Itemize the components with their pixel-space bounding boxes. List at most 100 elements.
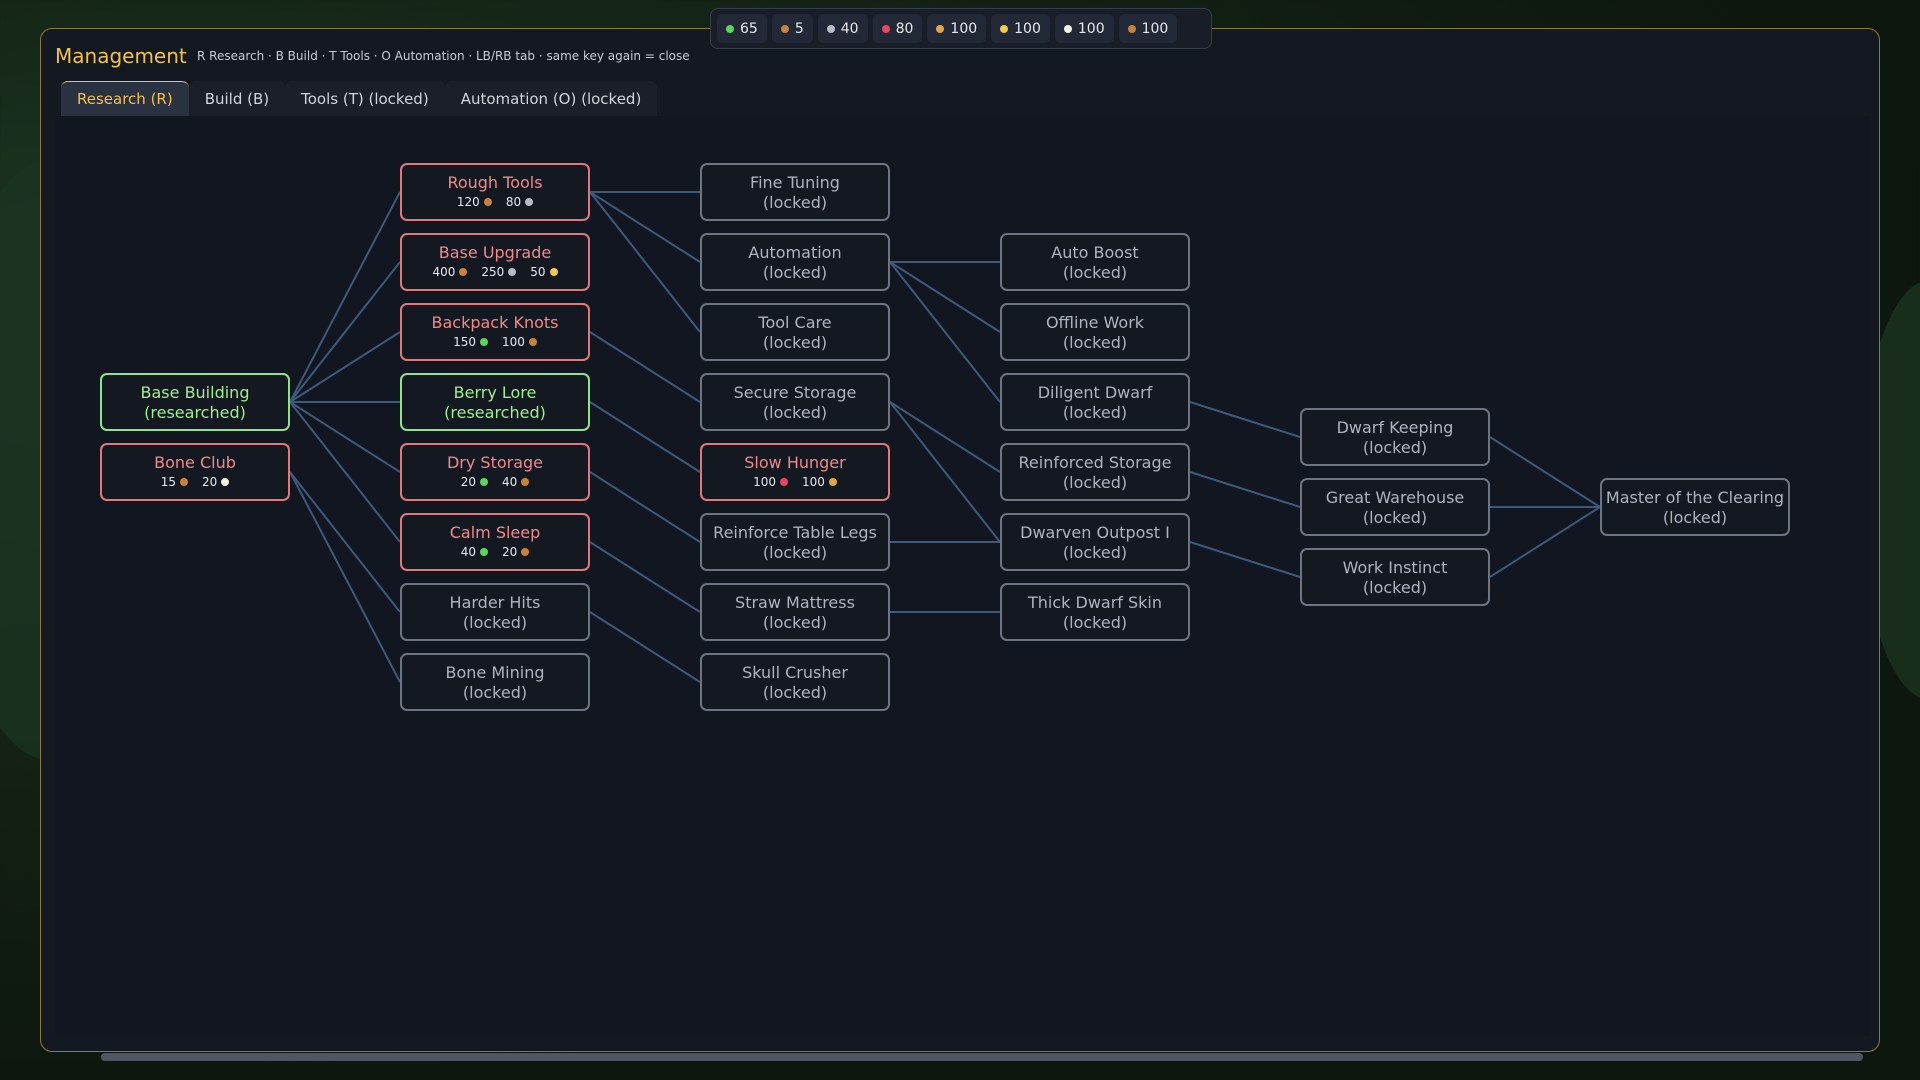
- resource-icon: [180, 478, 188, 486]
- research-node-status: (locked): [762, 403, 828, 422]
- research-node-harder-hits[interactable]: Harder Hits(locked): [400, 583, 590, 641]
- research-node-dwarven-outpost-i[interactable]: Dwarven Outpost I(locked): [1000, 513, 1190, 571]
- cost-item: 400: [432, 265, 468, 279]
- resource-icon: [508, 268, 517, 276]
- resource-icon: [521, 478, 530, 486]
- resource-icon: [828, 478, 837, 486]
- research-node-bone-mining[interactable]: Bone Mining(locked): [400, 653, 590, 711]
- research-node-status: (locked): [762, 333, 828, 352]
- research-node-automation[interactable]: Automation(locked): [700, 233, 890, 291]
- cost-item: 150: [453, 335, 488, 349]
- research-node-berry-lore[interactable]: Berry Lore(researched): [400, 373, 590, 431]
- cost-amount: 50: [530, 265, 546, 279]
- research-node-slow-hunger[interactable]: Slow Hunger 100 100: [700, 443, 890, 501]
- cost-item: 100: [802, 475, 837, 489]
- research-node-name: Secure Storage: [733, 383, 857, 402]
- tab-tools[interactable]: Tools (T) (locked): [285, 81, 445, 116]
- scrollbar-thumb[interactable]: [101, 1053, 1863, 1061]
- research-node-name: Great Warehouse: [1325, 488, 1465, 507]
- cost-item: 15: [161, 475, 188, 489]
- cost-amount: 20: [202, 475, 218, 489]
- cost-amount: 250: [481, 265, 505, 279]
- research-node-great-warehouse[interactable]: Great Warehouse(locked): [1300, 478, 1490, 536]
- resource-icon: [521, 548, 530, 556]
- research-node-secure-storage[interactable]: Secure Storage(locked): [700, 373, 890, 431]
- research-node-base-building[interactable]: Base Building(researched): [100, 373, 290, 431]
- resource-icon: [1127, 24, 1136, 33]
- research-node-name: Slow Hunger: [744, 453, 846, 472]
- resource-chip: 65: [717, 14, 767, 43]
- research-node-name: Dwarf Keeping: [1336, 418, 1454, 437]
- research-node-name: Calm Sleep: [449, 523, 541, 542]
- cost-amount: 100: [753, 475, 776, 489]
- research-node-status: (locked): [762, 613, 828, 632]
- research-cost: 150 100: [402, 335, 588, 349]
- research-node-calm-sleep[interactable]: Calm Sleep 40 20: [400, 513, 590, 571]
- research-node-tool-care[interactable]: Tool Care(locked): [700, 303, 890, 361]
- cost-item: 100: [753, 475, 788, 489]
- research-node-name: Rough Tools: [447, 173, 543, 192]
- resource-icon: [480, 478, 488, 486]
- resource-icon: [480, 548, 488, 556]
- research-tree-canvas[interactable]: [55, 116, 1869, 1036]
- research-node-reinforced-storage[interactable]: Reinforced Storage(locked): [1000, 443, 1190, 501]
- research-node-status: (researched): [444, 403, 546, 422]
- research-node-status: (locked): [1062, 333, 1128, 352]
- research-node-diligent-dwarf[interactable]: Diligent Dwarf(locked): [1000, 373, 1190, 431]
- resource-amount: 100: [1014, 20, 1041, 37]
- resource-icon: [1063, 24, 1072, 33]
- cost-item: 40: [461, 545, 488, 559]
- research-node-work-instinct[interactable]: Work Instinct(locked): [1300, 548, 1490, 606]
- research-node-status: (locked): [1062, 263, 1128, 282]
- cost-amount: 15: [160, 475, 176, 489]
- research-node-name: Auto Boost: [1051, 243, 1139, 262]
- cost-amount: 40: [460, 545, 476, 559]
- resource-chip: 100: [1118, 14, 1178, 43]
- cost-amount: 20: [502, 545, 518, 559]
- resource-icon: [459, 268, 468, 276]
- horizontal-scrollbar[interactable]: [101, 1053, 1863, 1061]
- cost-item: 120: [457, 195, 492, 209]
- management-panel: Management R Research · B Build · T Tool…: [40, 28, 1880, 1061]
- research-node-thick-dwarf-skin[interactable]: Thick Dwarf Skin(locked): [1000, 583, 1190, 641]
- research-node-auto-boost[interactable]: Auto Boost(locked): [1000, 233, 1190, 291]
- panel-title: Management: [55, 44, 187, 68]
- research-cost: 40 20: [402, 545, 588, 559]
- tab-bar: Research (R)Build (B)Tools (T) (locked)A…: [61, 81, 658, 116]
- research-node-name: Fine Tuning: [750, 173, 840, 192]
- tab-automation[interactable]: Automation (O) (locked): [444, 81, 658, 116]
- research-node-name: Diligent Dwarf: [1037, 383, 1153, 402]
- cost-item: 20: [461, 475, 488, 489]
- research-node-offline-work[interactable]: Offline Work(locked): [1000, 303, 1190, 361]
- cost-amount: 20: [460, 475, 476, 489]
- resource-amount: 80: [895, 20, 914, 37]
- resource-amount: 65: [740, 20, 758, 37]
- research-node-status: (locked): [1362, 508, 1428, 527]
- research-node-reinforce-table-legs[interactable]: Reinforce Table Legs(locked): [700, 513, 890, 571]
- cost-amount: 100: [502, 335, 525, 349]
- cost-item: 40: [502, 475, 530, 489]
- research-node-rough-tools[interactable]: Rough Tools 120 80: [400, 163, 590, 221]
- resource-amount: 100: [950, 20, 978, 37]
- tab-research[interactable]: Research (R): [61, 81, 189, 116]
- cost-amount: 80: [505, 195, 522, 209]
- resource-icon: [525, 198, 534, 206]
- research-node-skull-crusher[interactable]: Skull Crusher(locked): [700, 653, 890, 711]
- resource-icon: [826, 24, 835, 33]
- cost-amount: 150: [453, 335, 476, 349]
- research-node-status: (locked): [762, 193, 828, 212]
- cost-item: 80: [505, 195, 534, 209]
- research-node-fine-tuning[interactable]: Fine Tuning(locked): [700, 163, 890, 221]
- research-node-master-of-the-clearing[interactable]: Master of the Clearing(locked): [1600, 478, 1790, 536]
- research-node-straw-mattress[interactable]: Straw Mattress(locked): [700, 583, 890, 641]
- tab-build[interactable]: Build (B): [188, 81, 286, 116]
- cost-amount: 40: [502, 475, 518, 489]
- research-node-name: Berry Lore: [453, 383, 537, 402]
- resource-icon: [881, 24, 890, 33]
- research-node-name: Master of the Clearing: [1605, 488, 1785, 507]
- research-node-dwarf-keeping[interactable]: Dwarf Keeping(locked): [1300, 408, 1490, 466]
